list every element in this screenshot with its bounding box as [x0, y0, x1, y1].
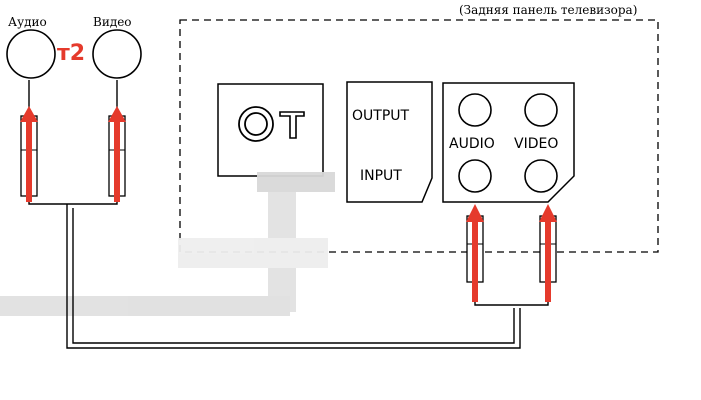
input-label: INPUT: [360, 168, 402, 184]
output-label: OUTPUT: [352, 108, 410, 124]
tv-jack-top-left: [458, 93, 492, 127]
output-input-block: OUTPUT INPUT: [346, 81, 433, 203]
source-audio-socket: [6, 29, 56, 79]
blurred-region: [0, 172, 335, 316]
device-tag: т2: [57, 41, 85, 66]
arrow-up-tv-audio: [466, 204, 484, 302]
tv-jack-top-right: [524, 93, 558, 127]
tv-video-label: VIDEO: [514, 136, 558, 152]
tv-video-jack: [524, 159, 558, 193]
tv-av-panel: AUDIO VIDEO: [442, 82, 575, 203]
source-video-label: Видео: [93, 15, 132, 29]
tv-panel-title: (Задняя панель телевизора): [459, 3, 637, 17]
arrow-up-source-audio: [20, 106, 38, 202]
arrows: [20, 106, 557, 302]
tv-audio-label: AUDIO: [449, 136, 495, 152]
tv-back-panel-outline: [179, 19, 659, 253]
arrow-up-source-video: [108, 106, 126, 202]
tv-audio-jack: [458, 159, 492, 193]
arrow-up-tv-video: [539, 204, 557, 302]
source-audio-label: Аудио: [8, 15, 47, 29]
source-video-socket: [92, 29, 142, 79]
antenna-socket: [217, 83, 324, 177]
